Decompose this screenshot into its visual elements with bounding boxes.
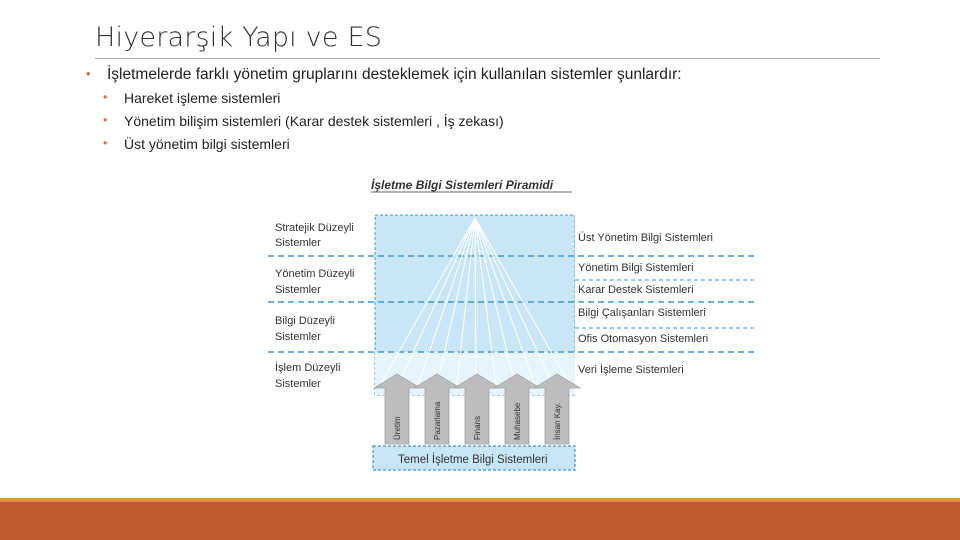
footer-bar bbox=[0, 498, 960, 540]
main-bullet-text: İşletmelerde farklı yönetim gruplarını d… bbox=[107, 66, 682, 83]
right-systems-column bbox=[575, 215, 755, 395]
system-label-tps: Veri İşleme Sistemleri bbox=[578, 363, 684, 376]
level-label-operational: İşlem Düzeyli Sistemler bbox=[275, 361, 343, 390]
bullet-dot-icon: • bbox=[103, 90, 108, 104]
level-label-management: Yönetim Düzeyli Sistemler bbox=[275, 268, 358, 296]
title-divider bbox=[95, 58, 880, 59]
base-systems-label: Temel İşletme Bilgi Sistemleri bbox=[398, 453, 548, 466]
pyramid-fan-lines bbox=[379, 217, 571, 386]
level-label-strategic: Stratejik Düzeyli Sistemler bbox=[275, 222, 357, 249]
system-label-office-automation: Ofis Otomasyon Sistemleri bbox=[578, 333, 708, 345]
sub-bullet-text: Hareket işleme sistemleri bbox=[124, 90, 281, 106]
function-label: Muhasebe bbox=[513, 402, 522, 440]
base-systems-box bbox=[372, 445, 576, 471]
system-label-executive: Üst Yönetim Bilgi Sistemleri bbox=[578, 232, 713, 244]
system-label-knowledge-workers: Bilgi Çalışanları Sistemleri bbox=[578, 307, 706, 319]
arrow-uretim bbox=[372, 373, 422, 445]
function-label: İnsan Kay. bbox=[553, 403, 562, 440]
bullet-dot-icon: • bbox=[103, 113, 108, 127]
function-label: Pazarlama bbox=[433, 401, 442, 440]
level-label-knowledge: Bilgi Düzeyli Sistemler bbox=[275, 315, 338, 343]
bullet-dot-icon: • bbox=[86, 66, 91, 81]
footer-accent-line bbox=[0, 498, 960, 502]
function-arrows bbox=[372, 373, 582, 445]
diagram-title: İşletme Bilgi Sistemleri Piramidi bbox=[371, 177, 554, 192]
arrow-insan-kaynaklari bbox=[532, 373, 582, 445]
arrow-pazarlama bbox=[412, 373, 462, 445]
arrow-finans bbox=[452, 373, 502, 445]
slide-title: Hiyerarşik Yapı ve ES bbox=[95, 22, 383, 53]
system-label-dss: Karar Destek Sistemleri bbox=[578, 284, 694, 296]
sub-bullet-text: Üst yönetim bilgi sistemleri bbox=[124, 136, 290, 152]
function-label: Üretim bbox=[393, 416, 402, 440]
bullet-dot-icon: • bbox=[103, 136, 108, 150]
arrow-muhasebe bbox=[492, 373, 542, 445]
system-label-mis: Yönetim Bilgi Sistemleri bbox=[578, 262, 694, 274]
function-label: Finans bbox=[473, 416, 482, 440]
sub-bullet-text: Yönetim bilişim sistemleri (Karar destek… bbox=[124, 113, 504, 129]
left-label-column bbox=[268, 215, 375, 395]
